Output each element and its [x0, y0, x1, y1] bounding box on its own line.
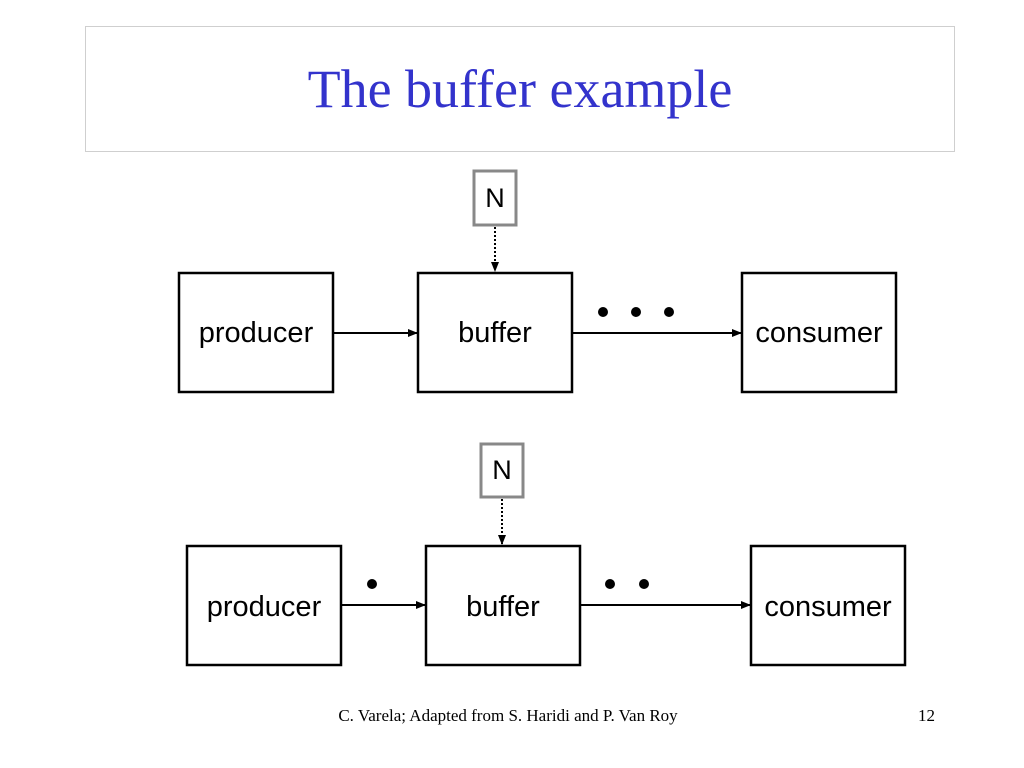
consumer-label: consumer	[755, 317, 883, 349]
consumer-label: consumer	[764, 591, 892, 623]
param-label: N	[492, 455, 512, 485]
diagram-2: N producer buffer consumer	[185, 442, 907, 667]
stream-item-dot	[639, 579, 649, 589]
stream-item-dot	[367, 579, 377, 589]
param-box	[472, 169, 518, 227]
footer-credit: C. Varela; Adapted from S. Haridi and P.…	[338, 706, 678, 725]
buffer-box	[424, 544, 582, 667]
page-number: 12	[918, 706, 935, 725]
title-box: The buffer example	[85, 26, 955, 152]
buffer-label: buffer	[458, 317, 532, 349]
diagram-1: N producer buffer consumer	[177, 169, 898, 394]
producer-label: producer	[199, 317, 314, 349]
consumer-box	[740, 271, 898, 394]
buffer-box	[416, 271, 574, 394]
stream-item-dot	[598, 307, 608, 317]
stream-item-dot	[664, 307, 674, 317]
consumer-box	[749, 544, 907, 667]
param-box	[479, 442, 525, 499]
buffer-label: buffer	[466, 591, 540, 623]
param-label: N	[485, 183, 505, 213]
slide-title: The buffer example	[307, 59, 733, 119]
producer-box	[177, 271, 335, 394]
stream-item-dot	[605, 579, 615, 589]
producer-label: producer	[207, 591, 322, 623]
stream-item-dot	[631, 307, 641, 317]
